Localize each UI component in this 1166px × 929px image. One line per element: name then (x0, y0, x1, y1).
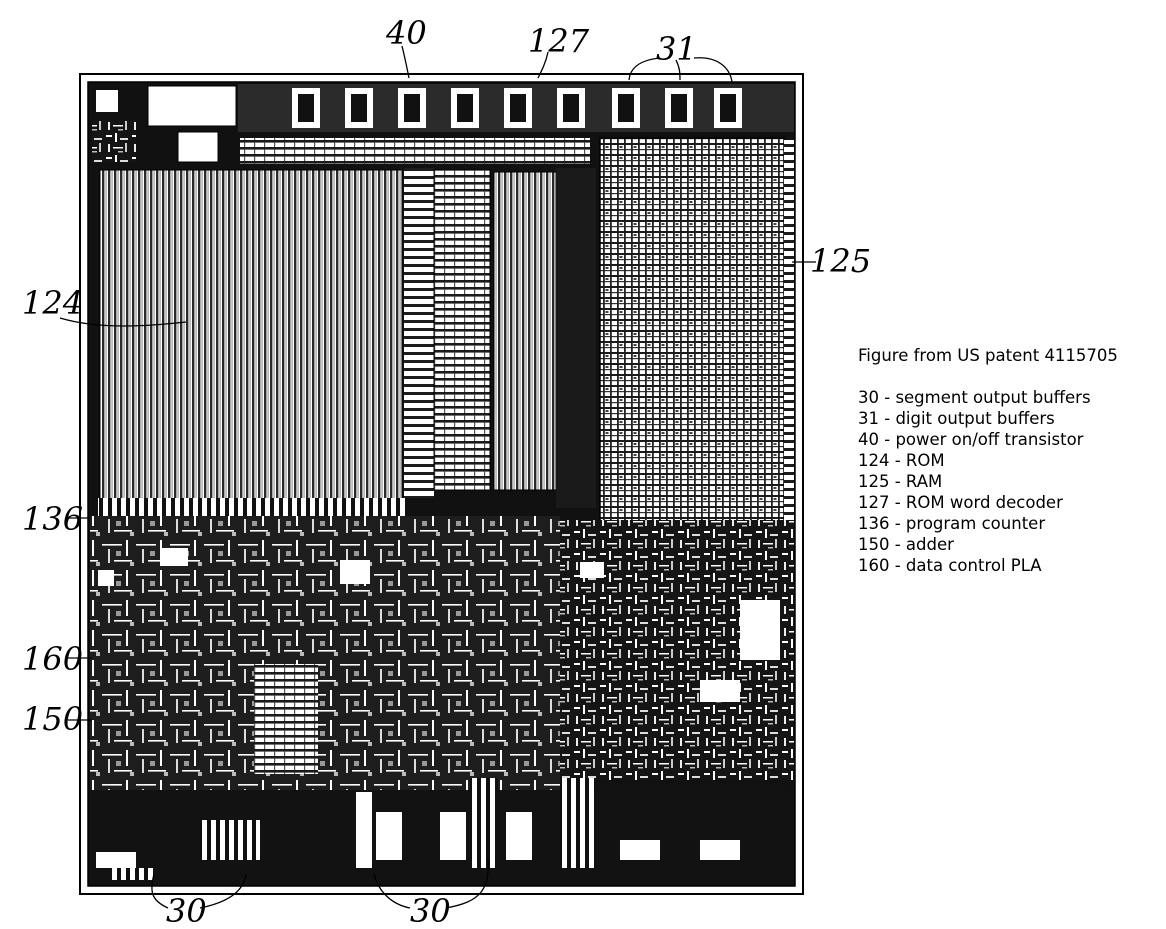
callout-150: 150 (22, 700, 83, 738)
rom-array (98, 169, 406, 516)
callout-30-right: 30 (410, 892, 451, 929)
legend: Figure from US patent 4115705 30 - segme… (858, 345, 1158, 576)
legend-item: 40 - power on/off transistor (858, 430, 1084, 449)
logic-region (90, 516, 794, 792)
segment-output-buffer-row (90, 778, 790, 884)
callout-124: 124 (22, 284, 83, 322)
legend-item: 127 - ROM word decoder (858, 493, 1063, 512)
legend-item: 31 - digit output buffers (858, 409, 1055, 428)
callout-40: 40 (385, 14, 427, 52)
callout-labels: 40 127 31 125 124 136 160 150 30 30 (22, 14, 871, 929)
callout-127: 127 (528, 22, 590, 60)
rom-word-decoder (404, 168, 596, 508)
legend-item: 150 - adder (858, 535, 954, 554)
legend-item: 160 - data control PLA (858, 556, 1042, 575)
callout-30-left: 30 (166, 892, 207, 929)
callout-31: 31 (656, 30, 697, 68)
legend-item: 30 - segment output buffers (858, 388, 1091, 407)
leader-lines (59, 45, 816, 909)
callout-125: 125 (810, 242, 871, 280)
legend-item: 124 - ROM (858, 451, 945, 470)
legend-item: 136 - program counter (858, 514, 1046, 533)
legend-title: Figure from US patent 4115705 (858, 346, 1118, 365)
callout-160: 160 (22, 640, 83, 678)
digit-output-buffer-row (238, 84, 794, 164)
legend-item: 125 - RAM (858, 472, 943, 491)
callout-136: 136 (22, 500, 83, 538)
corner-block (92, 85, 237, 163)
